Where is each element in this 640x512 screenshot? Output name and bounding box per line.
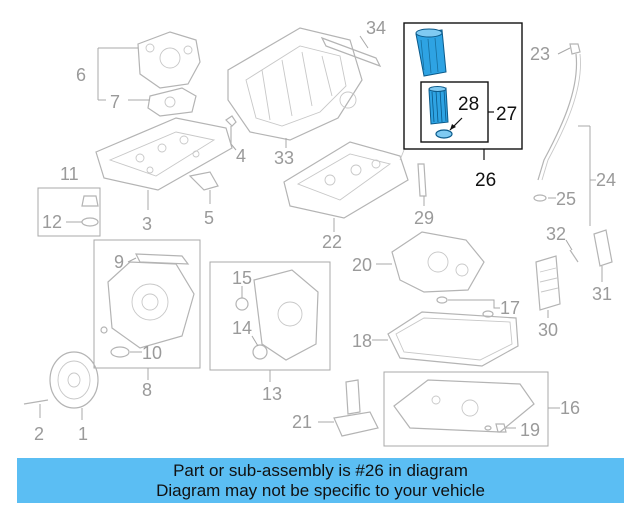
callout-13: 13 [262, 384, 282, 404]
pulley-bolt-part [23, 399, 49, 405]
bolt-small-part [100, 326, 108, 334]
arrow-28-icon [450, 124, 456, 130]
group-box-16 [383, 371, 549, 447]
seal-17-part [436, 296, 500, 318]
banner-line-1: Part or sub-assembly is #26 in diagram [173, 461, 468, 480]
callout-6: 6 [76, 65, 86, 85]
dipstick-part [533, 43, 581, 202]
crank-seal-part [110, 346, 130, 358]
callout-24: 24 [596, 170, 616, 190]
cap-seal-part [81, 217, 99, 227]
manifold-gasket-part [320, 36, 382, 68]
leader-23 [557, 47, 571, 55]
callout-34: 34 [366, 18, 386, 38]
seal-15-part [235, 297, 249, 311]
bolt-4-part [225, 115, 237, 144]
oil-pump-part [391, 231, 485, 293]
oil-cooler-part [535, 255, 561, 311]
group-box-11 [37, 187, 101, 237]
oil-filter-housing [415, 28, 447, 77]
callout-16: 16 [560, 398, 580, 418]
engine-parts-diagram: 6 7 3 4 5 11 12 33 34 [23, 18, 616, 447]
cam-cover-seal-part [137, 31, 201, 117]
callout-5: 5 [204, 208, 214, 228]
callout-10: 10 [142, 343, 162, 363]
oil-pan-part [393, 379, 535, 433]
callout-19: 19 [520, 420, 540, 440]
leader-32 [565, 239, 573, 251]
leader-9 [127, 257, 137, 263]
callout-9: 9 [114, 252, 124, 272]
seal-14-part [252, 344, 268, 360]
bracket-31-part [593, 229, 613, 267]
leader-34 [359, 35, 369, 49]
callout-22: 22 [322, 232, 342, 252]
filter-assembly-box-26 [403, 22, 523, 150]
timing-cover-lower-part [107, 261, 195, 349]
callout-28: 28 [458, 94, 479, 115]
group-box-8 [93, 239, 201, 369]
group-box-13 [209, 261, 331, 371]
callout-33: 33 [274, 148, 294, 168]
callout-7: 7 [110, 92, 120, 112]
callout-8: 8 [142, 380, 152, 400]
callout-2: 2 [34, 424, 44, 444]
callout-4: 4 [236, 146, 246, 166]
leader-14 [251, 335, 259, 347]
oil-level-sensor-part [333, 379, 379, 437]
callout-30: 30 [538, 320, 558, 340]
gasket-inner-line [395, 317, 513, 361]
bracket-5-part [188, 171, 219, 191]
oil-cap-part [81, 195, 99, 207]
timing-cover-upper-part [253, 269, 319, 361]
drain-washer-part [484, 425, 492, 431]
bolt-32-part [569, 249, 579, 263]
filter-seal-ring [435, 129, 453, 139]
callout-17: 17 [500, 298, 520, 318]
callout-1: 1 [78, 424, 88, 444]
callout-12: 12 [42, 212, 62, 232]
banner-line-2: Diagram may not be specific to your vehi… [156, 481, 485, 500]
callout-3: 3 [142, 214, 152, 234]
callout-32: 32 [546, 224, 566, 244]
callout-14: 14 [232, 318, 252, 338]
callout-15: 15 [232, 268, 252, 288]
callout-18: 18 [352, 331, 372, 351]
oil-filter-element [428, 86, 449, 125]
callout-21: 21 [292, 412, 312, 432]
leader-24 [578, 125, 596, 226]
timing-gasket-part [135, 253, 190, 265]
callout-20: 20 [352, 255, 372, 275]
callout-27: 27 [496, 104, 517, 125]
callout-29: 29 [414, 208, 434, 228]
engine-block-part [283, 141, 409, 219]
callout-25: 25 [556, 189, 576, 209]
crank-pulley-part [49, 351, 99, 409]
leader-4 [230, 143, 237, 151]
leader-6 [97, 47, 138, 101]
drain-plug-part [495, 423, 507, 433]
callout-23: 23 [530, 44, 550, 64]
valve-cover-part [95, 117, 233, 191]
info-banner: Part or sub-assembly is #26 in diagram D… [17, 458, 624, 503]
callout-31: 31 [592, 284, 612, 304]
callout-26: 26 [475, 170, 496, 191]
oil-pan-gasket-part [387, 311, 519, 367]
callout-11: 11 [60, 164, 79, 184]
intake-manifold-part [227, 27, 363, 141]
sensor-29-part [417, 163, 427, 197]
